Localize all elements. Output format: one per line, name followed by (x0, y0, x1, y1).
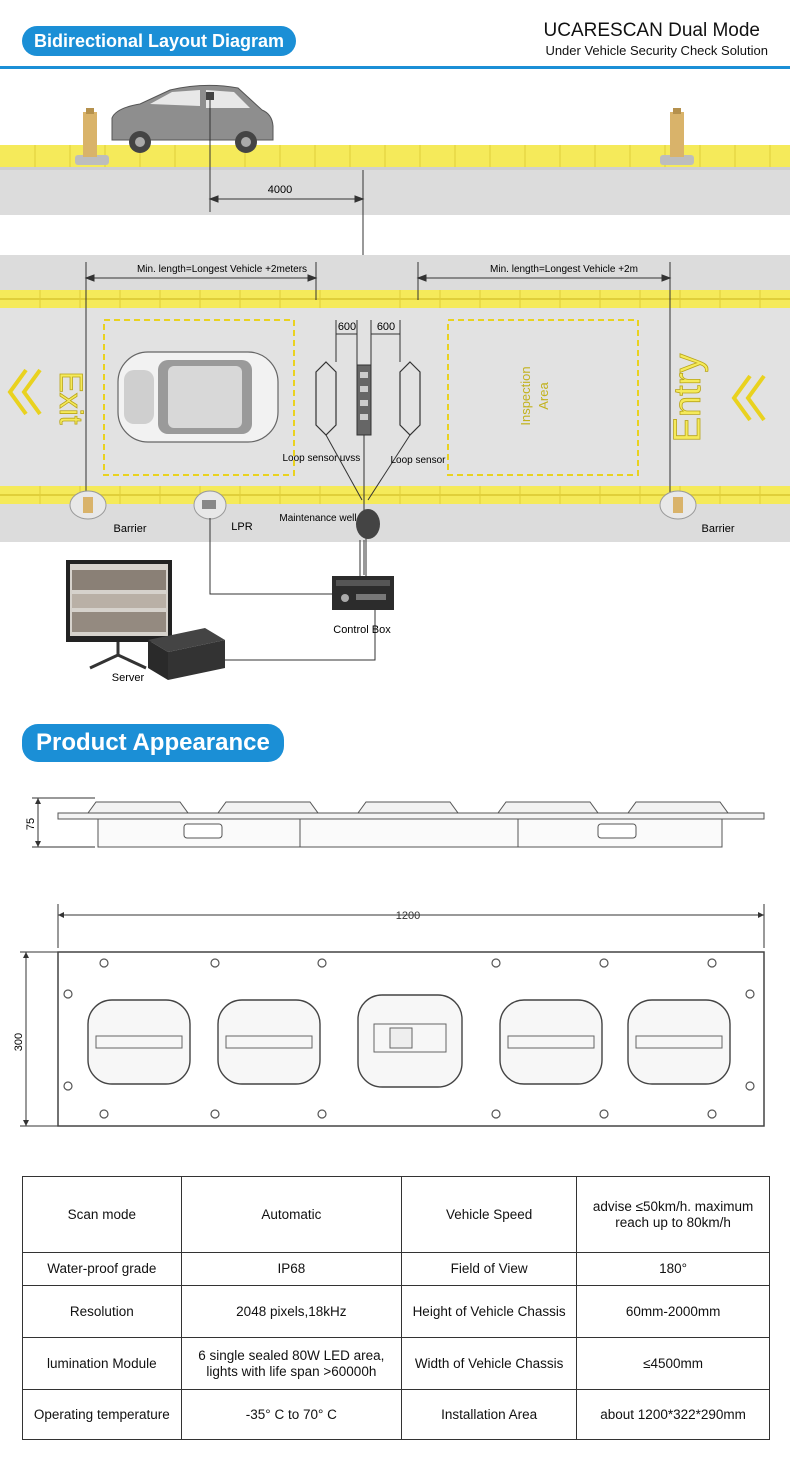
spec-value: 6 single sealed 80W LED area, lights wit… (180, 1337, 403, 1390)
maintenance-well (356, 509, 380, 539)
spec-label: Field of View (401, 1252, 578, 1286)
inspection-area-line1: Inspection (518, 366, 533, 425)
brand-title: UCARESCAN Dual Mode (543, 20, 760, 41)
entry-arrow-icon (731, 374, 766, 422)
dim-600-right: 600 (377, 321, 395, 333)
spec-label: Installation Area (401, 1389, 578, 1440)
top-view-road (0, 255, 790, 542)
spec-label: Resolution (22, 1285, 182, 1338)
spec-value: 180° (576, 1252, 770, 1286)
spec-value: 60mm-2000mm (576, 1285, 770, 1338)
control-box (332, 576, 394, 610)
side-view-road (0, 145, 790, 215)
barrier-post-left-side (75, 108, 109, 165)
dim-1200-label: 1200 (396, 910, 420, 922)
uvss-label: uvss (340, 453, 361, 464)
server-monitor (66, 560, 172, 670)
table-row: lumination Module 6 single sealed 80W LE… (22, 1337, 770, 1390)
barrier-left-top (69, 490, 107, 520)
spec-label: Height of Vehicle Chassis (401, 1285, 578, 1338)
min-length-left-label: Min. length=Longest Vehicle +2meters (137, 264, 307, 275)
layout-diagram: 4000 (0, 84, 790, 684)
lpr-label: LPR (231, 521, 252, 533)
car-side-view (111, 84, 274, 153)
dim-4000-label: 4000 (268, 184, 292, 196)
spec-value: about 1200*322*290mm (576, 1389, 770, 1440)
exit-label: Exit (53, 371, 89, 424)
header-divider (0, 66, 790, 69)
barrier-left-label: Barrier (113, 523, 146, 535)
spec-value: Automatic (180, 1176, 403, 1253)
table-row: Operating temperature -35° C to 70° C In… (22, 1389, 770, 1440)
spec-label: Width of Vehicle Chassis (401, 1337, 578, 1390)
table-row: Scan mode Automatic Vehicle Speed advise… (22, 1176, 770, 1253)
maintenance-well-label: Maintenance well (279, 513, 356, 524)
spec-label: lumination Module (22, 1337, 182, 1390)
barrier-post-right-side (660, 108, 694, 165)
min-length-right-dim (416, 262, 672, 495)
dim-600-left: 600 (338, 321, 356, 333)
spec-label: Operating temperature (22, 1389, 182, 1440)
uvss-device (356, 364, 372, 436)
barrier-right-label: Barrier (701, 523, 734, 535)
server-box (148, 628, 225, 680)
spec-value: 2048 pixels,18kHz (180, 1285, 403, 1338)
control-box-label: Control Box (333, 624, 391, 636)
brand-subtitle: Under Vehicle Security Check Solution (545, 43, 768, 58)
loop-sensor-left-label: Loop sensor (282, 453, 338, 464)
inspection-zone (447, 319, 639, 476)
product-top-view: 1200 300 (13, 904, 765, 1127)
min-length-left-dim (84, 262, 318, 495)
min-length-right-label: Min. length=Longest Vehicle +2m (490, 264, 638, 275)
barrier-right-top (659, 490, 697, 520)
spec-value: -35° C to 70° C (180, 1389, 403, 1440)
inspection-area-line2: Area (536, 382, 551, 410)
section-title-product: Product Appearance (22, 724, 284, 762)
spec-value: advise ≤50km/h. maximum reach up to 80km… (576, 1176, 770, 1253)
exit-arrow-icon (7, 368, 42, 416)
spec-label: Scan mode (22, 1176, 182, 1253)
spec-value: ≤4500mm (576, 1337, 770, 1390)
lpr-camera (193, 490, 227, 520)
dim-75-label: 75 (25, 818, 37, 830)
section-title-layout: Bidirectional Layout Diagram (22, 26, 297, 56)
entry-label: Entry (667, 354, 709, 443)
spec-label: Vehicle Speed (401, 1176, 578, 1253)
spec-table: Scan mode Automatic Vehicle Speed advise… (22, 1176, 770, 1440)
cables (209, 518, 376, 661)
table-row: Resolution 2048 pixels,18kHz Height of V… (22, 1285, 770, 1338)
dim-600-lines (335, 320, 401, 365)
led-modules (87, 994, 731, 1088)
table-row: Water-proof grade IP68 Field of View 180… (22, 1252, 770, 1286)
server-label: Server (112, 672, 145, 684)
car-top-view (117, 351, 279, 443)
dim-300-label: 300 (13, 1033, 25, 1051)
spec-value: IP68 (180, 1252, 403, 1286)
waiting-zone-left (103, 319, 295, 476)
loop-sensor-right-label: Loop sensor (390, 455, 446, 466)
product-side-view: 75 (25, 797, 765, 848)
spec-label: Water-proof grade (22, 1252, 182, 1286)
